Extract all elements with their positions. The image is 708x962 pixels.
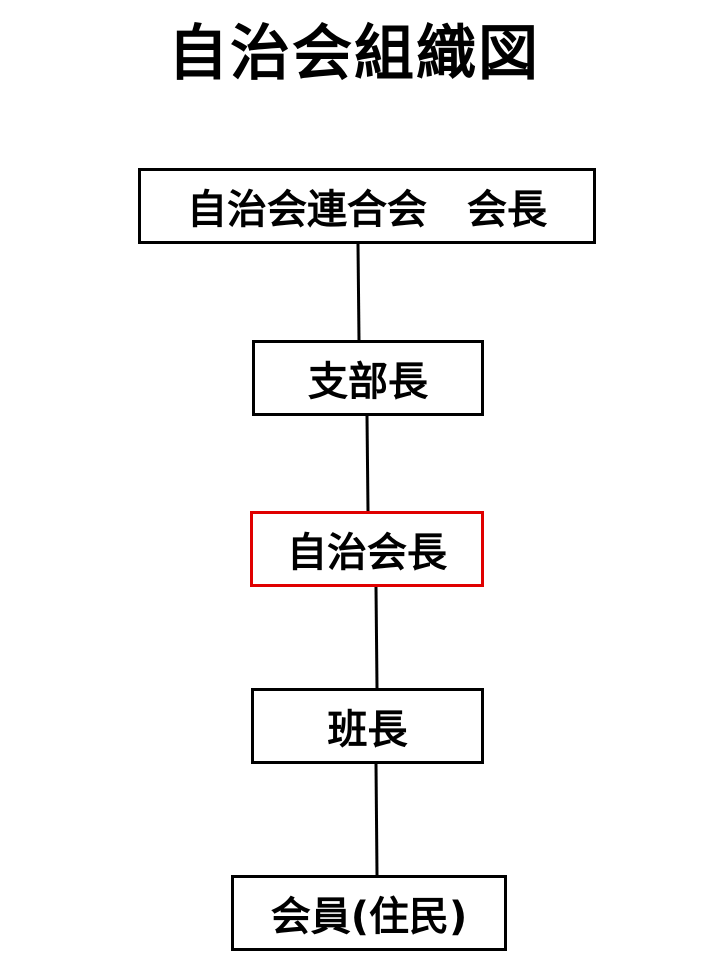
- connector-chair-group: [374, 586, 379, 689]
- node-association-chair: 自治会長: [250, 511, 484, 587]
- node-label: 自治会連合会 会長: [187, 187, 547, 233]
- node-label: 班長: [327, 707, 408, 753]
- node-branch-head: 支部長: [252, 340, 484, 416]
- node-group-leader: 班長: [251, 688, 484, 764]
- node-label: 自治会長: [287, 530, 447, 576]
- diagram-title: 自治会組織図: [168, 19, 540, 89]
- node-members-residents: 会員(住民): [231, 875, 507, 951]
- node-label: 会員(住民): [270, 894, 468, 940]
- connector-branch-chair: [365, 415, 370, 512]
- node-label: 支部長: [308, 359, 428, 405]
- node-federation-president: 自治会連合会 会長: [138, 168, 596, 244]
- connector-federation-branch: [356, 243, 361, 341]
- connector-group-members: [374, 763, 379, 876]
